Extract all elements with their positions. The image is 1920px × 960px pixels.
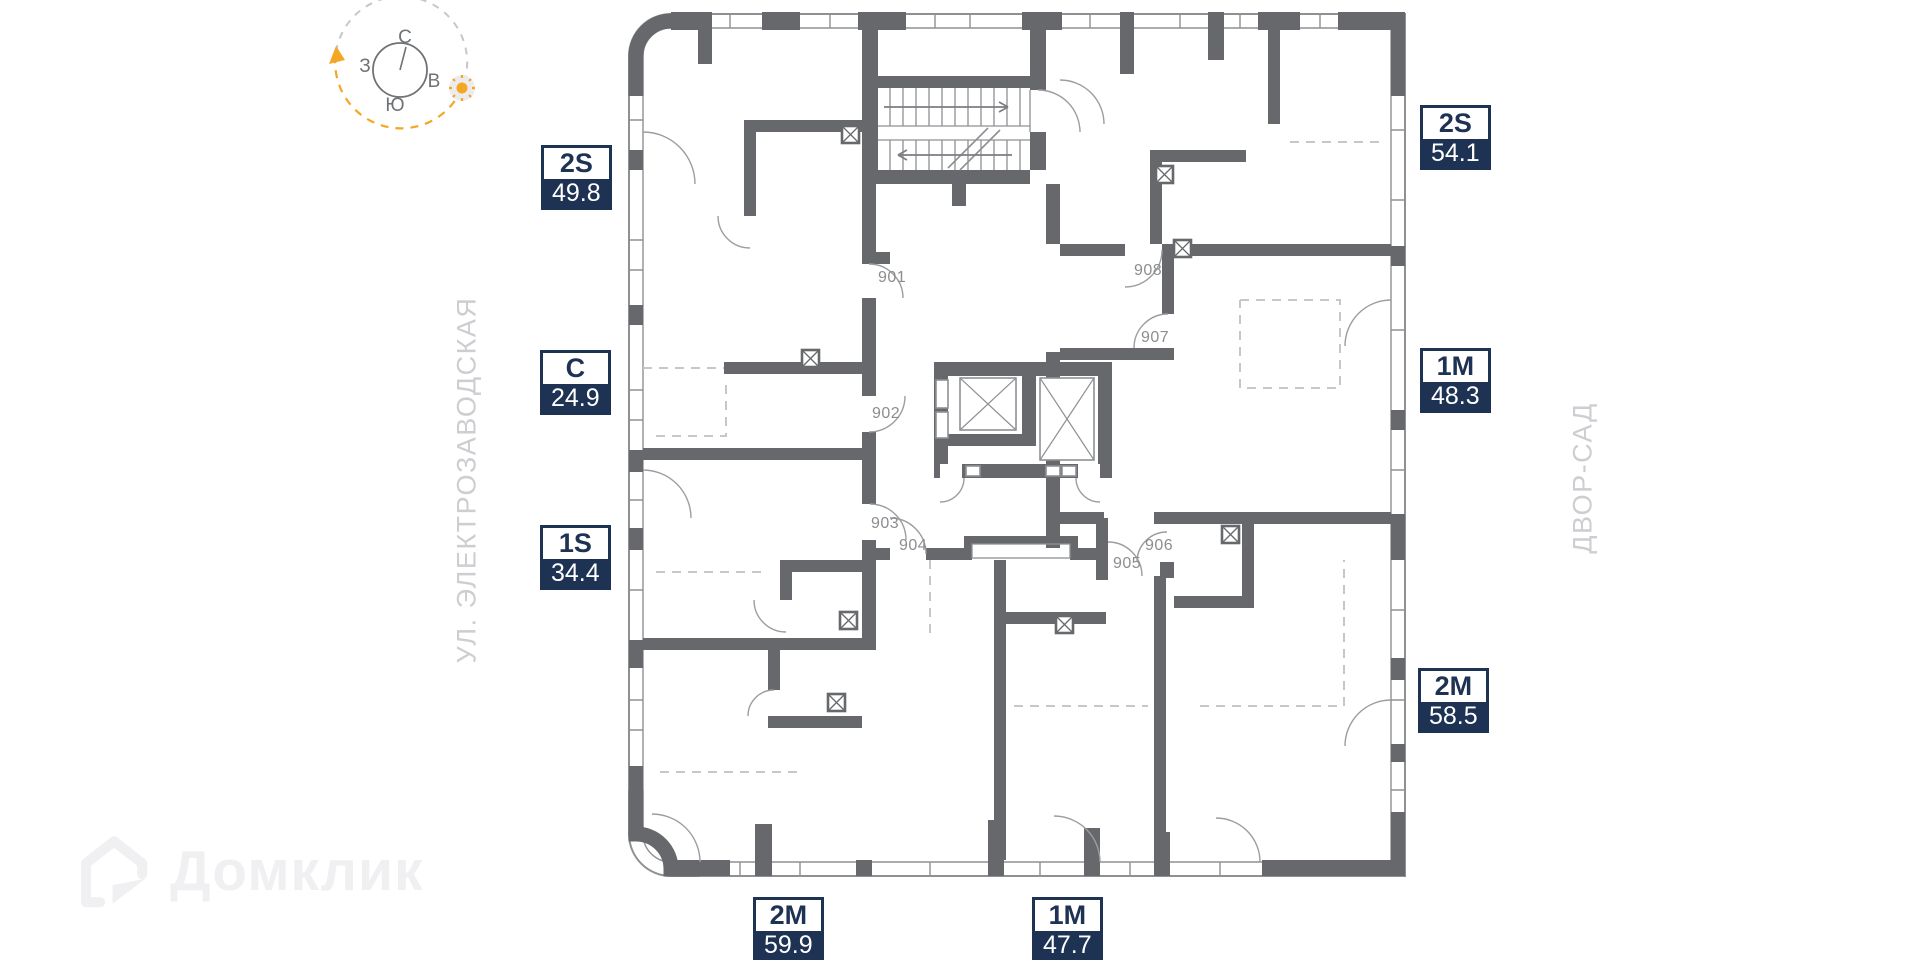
badge-area: 34.4	[543, 559, 608, 587]
badge-type: 2S	[1438, 108, 1472, 138]
badge-area: 54.1	[1423, 139, 1488, 167]
badge-type: 1M	[1436, 351, 1475, 381]
area-badge-901[interactable]: 2S 49.8	[541, 145, 612, 210]
badge-type: 1M	[1048, 900, 1087, 930]
domclick-brand-text: Домклик	[170, 839, 424, 903]
sun-path-arc	[334, 51, 464, 130]
compass-west-label: З	[359, 56, 370, 77]
area-badge-902[interactable]: С 24.9	[540, 350, 611, 415]
area-badge-908[interactable]: 2S 54.1	[1420, 105, 1491, 170]
elevator-door-gaps	[940, 464, 1100, 478]
badge-area: 24.9	[543, 384, 608, 412]
area-badge-905[interactable]: 1M 47.7	[1032, 897, 1103, 960]
street-label-right: ДВОР-САД	[1567, 402, 1598, 554]
sun-path-arrowhead	[329, 46, 345, 64]
unit-number-903: 903	[871, 515, 900, 532]
sun-icon	[449, 75, 475, 101]
badge-type: 1S	[558, 528, 592, 558]
street-label-left: УЛ. ЭЛЕКТРОЗАВОДСКАЯ	[451, 296, 482, 664]
badge-type: 2M	[769, 900, 808, 930]
elevator-shafts	[935, 377, 1095, 559]
compass-letters: С З В Ю	[359, 27, 440, 116]
unit-number-907: 907	[1141, 329, 1170, 346]
walls	[629, 12, 1405, 876]
badge-area: 58.5	[1421, 702, 1486, 730]
area-badge-903[interactable]: 1S 34.4	[540, 525, 611, 590]
compass: С З В Ю	[329, 0, 475, 130]
dashed-layout-lines	[643, 141, 1384, 773]
unit-number-908: 908	[1134, 262, 1163, 279]
area-badge-906[interactable]: 2M 58.5	[1418, 668, 1489, 733]
corner-walls	[628, 13, 712, 877]
compass-south-label: Ю	[385, 95, 404, 116]
domclick-house-icon	[80, 836, 148, 908]
stair-direction-arrows	[884, 101, 1012, 161]
area-badge-904[interactable]: 2M 59.9	[753, 897, 824, 960]
compass-north-label: С	[398, 27, 412, 48]
domclick-watermark: Домклик	[72, 832, 424, 910]
unit-number-904: 904	[899, 537, 928, 554]
unit-number-905: 905	[1113, 555, 1142, 572]
compass-east-label: В	[428, 71, 441, 92]
area-badge-907[interactable]: 1M 48.3	[1420, 348, 1491, 413]
compass-arc-gray	[335, 0, 469, 89]
unit-number-906: 906	[1145, 537, 1174, 554]
badge-area: 49.8	[544, 179, 609, 207]
badge-area: 48.3	[1423, 382, 1488, 410]
badge-type: 2M	[1434, 671, 1473, 701]
badge-type: С	[565, 353, 586, 383]
badge-type: 2S	[559, 148, 593, 178]
badge-area: 59.9	[756, 931, 821, 959]
unit-number-902: 902	[872, 405, 901, 422]
door-arcs	[642, 79, 1392, 863]
badge-area: 47.7	[1035, 931, 1100, 959]
compass-needle	[399, 46, 407, 71]
unit-number-901: 901	[878, 269, 907, 286]
